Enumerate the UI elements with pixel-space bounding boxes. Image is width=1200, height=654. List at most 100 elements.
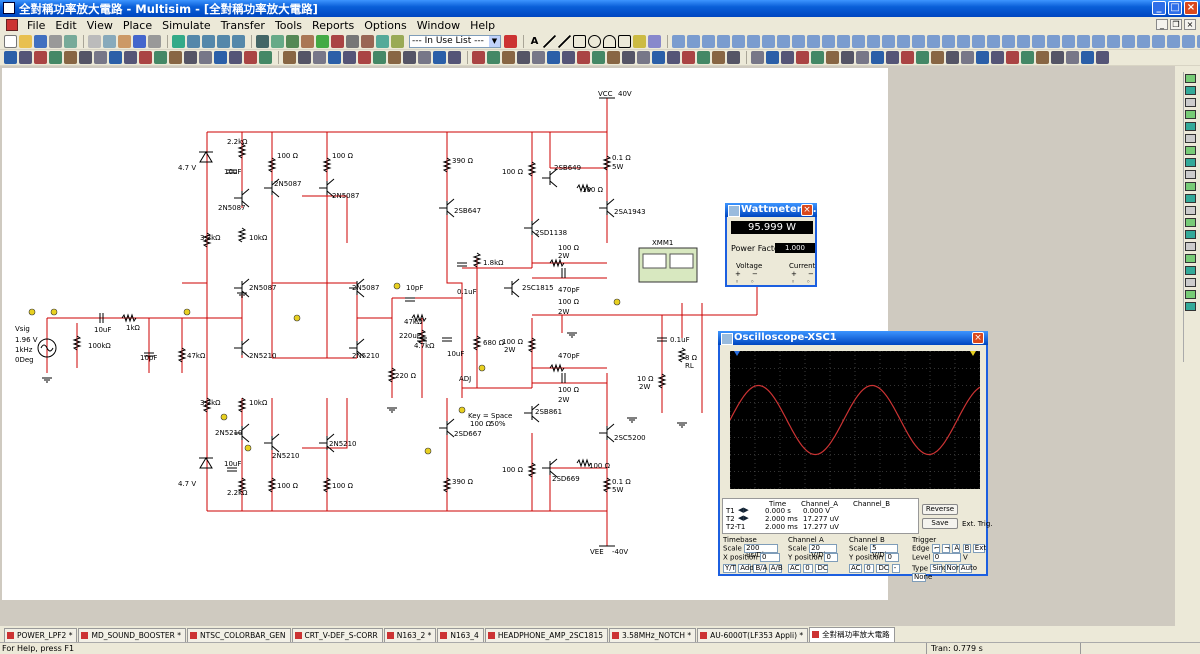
virtual-component-icon[interactable] xyxy=(957,34,970,48)
virtual-component-icon[interactable] xyxy=(822,34,835,48)
wattmeter-title[interactable]: Wattmeter-X... xyxy=(725,203,824,217)
yt-button[interactable]: Y/T xyxy=(723,564,736,573)
undo-icon[interactable] xyxy=(133,34,146,48)
document-tab[interactable]: CRT_V-DEF_S-CORR xyxy=(291,628,383,642)
virtual-component-icon[interactable] xyxy=(1092,34,1105,48)
in-use-list-dropdown[interactable]: --- In Use List --- xyxy=(409,34,501,48)
instrument-icon[interactable] xyxy=(1185,182,1196,191)
component-icon[interactable] xyxy=(916,51,929,64)
component-icon[interactable] xyxy=(961,51,974,64)
virtual-component-icon[interactable] xyxy=(912,34,925,48)
menu-reports[interactable]: Reports xyxy=(312,18,355,32)
virtual-component-icon[interactable] xyxy=(747,34,760,48)
virtual-component-icon[interactable] xyxy=(807,34,820,48)
component-icon[interactable] xyxy=(1036,51,1049,64)
instrument-icon[interactable] xyxy=(1185,218,1196,227)
channel-b-scale-field[interactable]: 5 V/Div xyxy=(870,544,899,559)
component-icon[interactable] xyxy=(652,51,665,64)
grapher-icon[interactable] xyxy=(331,34,344,48)
level-field[interactable]: 0 xyxy=(932,553,961,562)
component-icon[interactable] xyxy=(184,51,197,64)
run-simulation-icon[interactable] xyxy=(316,34,329,48)
component-icon[interactable] xyxy=(991,51,1004,64)
menu-window[interactable]: Window xyxy=(416,18,461,32)
virtual-component-icon[interactable] xyxy=(672,34,685,48)
cursor-t1-marker[interactable] xyxy=(734,351,740,356)
current-terminals[interactable]: + −◦ ◦ xyxy=(791,270,814,286)
instrument-icon[interactable] xyxy=(1185,158,1196,167)
component-icon[interactable] xyxy=(19,51,32,64)
component-icon[interactable] xyxy=(472,51,485,64)
auto-button[interactable]: Auto xyxy=(958,564,978,573)
channel-a-scale-field[interactable]: 20 V/Div xyxy=(809,544,838,559)
help-icon[interactable] xyxy=(504,34,517,48)
instrument-icon[interactable] xyxy=(1185,254,1196,263)
component-icon[interactable] xyxy=(667,51,680,64)
component-icon[interactable] xyxy=(547,51,560,64)
save-icon[interactable] xyxy=(34,34,47,48)
print-preview-icon[interactable] xyxy=(64,34,77,48)
zoom-fit-icon[interactable] xyxy=(232,34,245,48)
component-icon[interactable] xyxy=(682,51,695,64)
virtual-component-icon[interactable] xyxy=(882,34,895,48)
component-icon[interactable] xyxy=(343,51,356,64)
ellipse-tool-icon[interactable] xyxy=(588,34,601,48)
virtual-component-icon[interactable] xyxy=(1002,34,1015,48)
component-icon[interactable] xyxy=(214,51,227,64)
reverse-button[interactable]: Reverse xyxy=(922,504,958,515)
component-icon[interactable] xyxy=(532,51,545,64)
virtual-component-icon[interactable] xyxy=(1032,34,1045,48)
document-tab[interactable]: MD_SOUND_BOOSTER * xyxy=(78,628,186,642)
virtual-component-icon[interactable] xyxy=(1167,34,1180,48)
new-icon[interactable] xyxy=(4,34,17,48)
component-icon[interactable] xyxy=(448,51,461,64)
component-icon[interactable] xyxy=(607,51,620,64)
component-icon[interactable] xyxy=(622,51,635,64)
component-icon[interactable] xyxy=(388,51,401,64)
virtual-component-icon[interactable] xyxy=(972,34,985,48)
component-icon[interactable] xyxy=(946,51,959,64)
oscilloscope-title[interactable]: Oscilloscope-XSC1 xyxy=(718,331,988,345)
ultiboard-icon[interactable] xyxy=(391,34,404,48)
x-position-field[interactable]: 0 xyxy=(759,553,780,562)
virtual-component-icon[interactable] xyxy=(837,34,850,48)
instrument-icon[interactable] xyxy=(1185,194,1196,203)
menu-help[interactable]: Help xyxy=(470,18,496,32)
instrument-icon[interactable] xyxy=(1185,146,1196,155)
virtual-component-icon[interactable] xyxy=(702,34,715,48)
maximize-button[interactable]: □ xyxy=(1168,1,1182,15)
component-icon[interactable] xyxy=(766,51,779,64)
instrument-icon[interactable] xyxy=(1185,290,1196,299)
analysis-icon[interactable] xyxy=(346,34,359,48)
virtual-component-icon[interactable] xyxy=(687,34,700,48)
oscilloscope-window[interactable]: Oscilloscope-XSC1 × Time Channel_A Chann… xyxy=(718,331,993,582)
t2-arrows-icon[interactable]: ◀▶ xyxy=(738,514,749,522)
trigger-b-button[interactable]: B xyxy=(962,544,971,553)
component-icon[interactable] xyxy=(811,51,824,64)
component-icon[interactable] xyxy=(1051,51,1064,64)
document-tab[interactable]: 全對稱功率放大電路 xyxy=(809,627,895,642)
spreadsheet-icon[interactable] xyxy=(271,34,284,48)
trigger-ext-button[interactable]: Ext xyxy=(972,544,987,553)
add-button[interactable]: Add xyxy=(738,564,754,573)
component-icon[interactable] xyxy=(298,51,311,64)
virtual-component-icon[interactable] xyxy=(732,34,745,48)
line-tool-icon[interactable] xyxy=(543,34,556,48)
menu-view[interactable]: View xyxy=(86,18,113,32)
virtual-component-icon[interactable] xyxy=(927,34,940,48)
component-icon[interactable] xyxy=(592,51,605,64)
virtual-component-icon[interactable] xyxy=(1137,34,1150,48)
normal-button[interactable]: Nor. xyxy=(944,564,961,573)
component-icon[interactable] xyxy=(124,51,137,64)
document-tab[interactable]: N163_2 * xyxy=(383,628,437,642)
component-icon[interactable] xyxy=(328,51,341,64)
component-icon[interactable] xyxy=(403,51,416,64)
virtual-component-icon[interactable] xyxy=(1182,34,1195,48)
t1-arrows-icon[interactable]: ◀▶ xyxy=(738,506,749,514)
wattmeter-close-icon[interactable]: × xyxy=(801,204,813,216)
virtual-component-icon[interactable] xyxy=(867,34,880,48)
component-icon[interactable] xyxy=(433,51,446,64)
doc-restore-button[interactable]: ❐ xyxy=(1170,19,1182,30)
close-button[interactable]: × xyxy=(1184,1,1198,15)
